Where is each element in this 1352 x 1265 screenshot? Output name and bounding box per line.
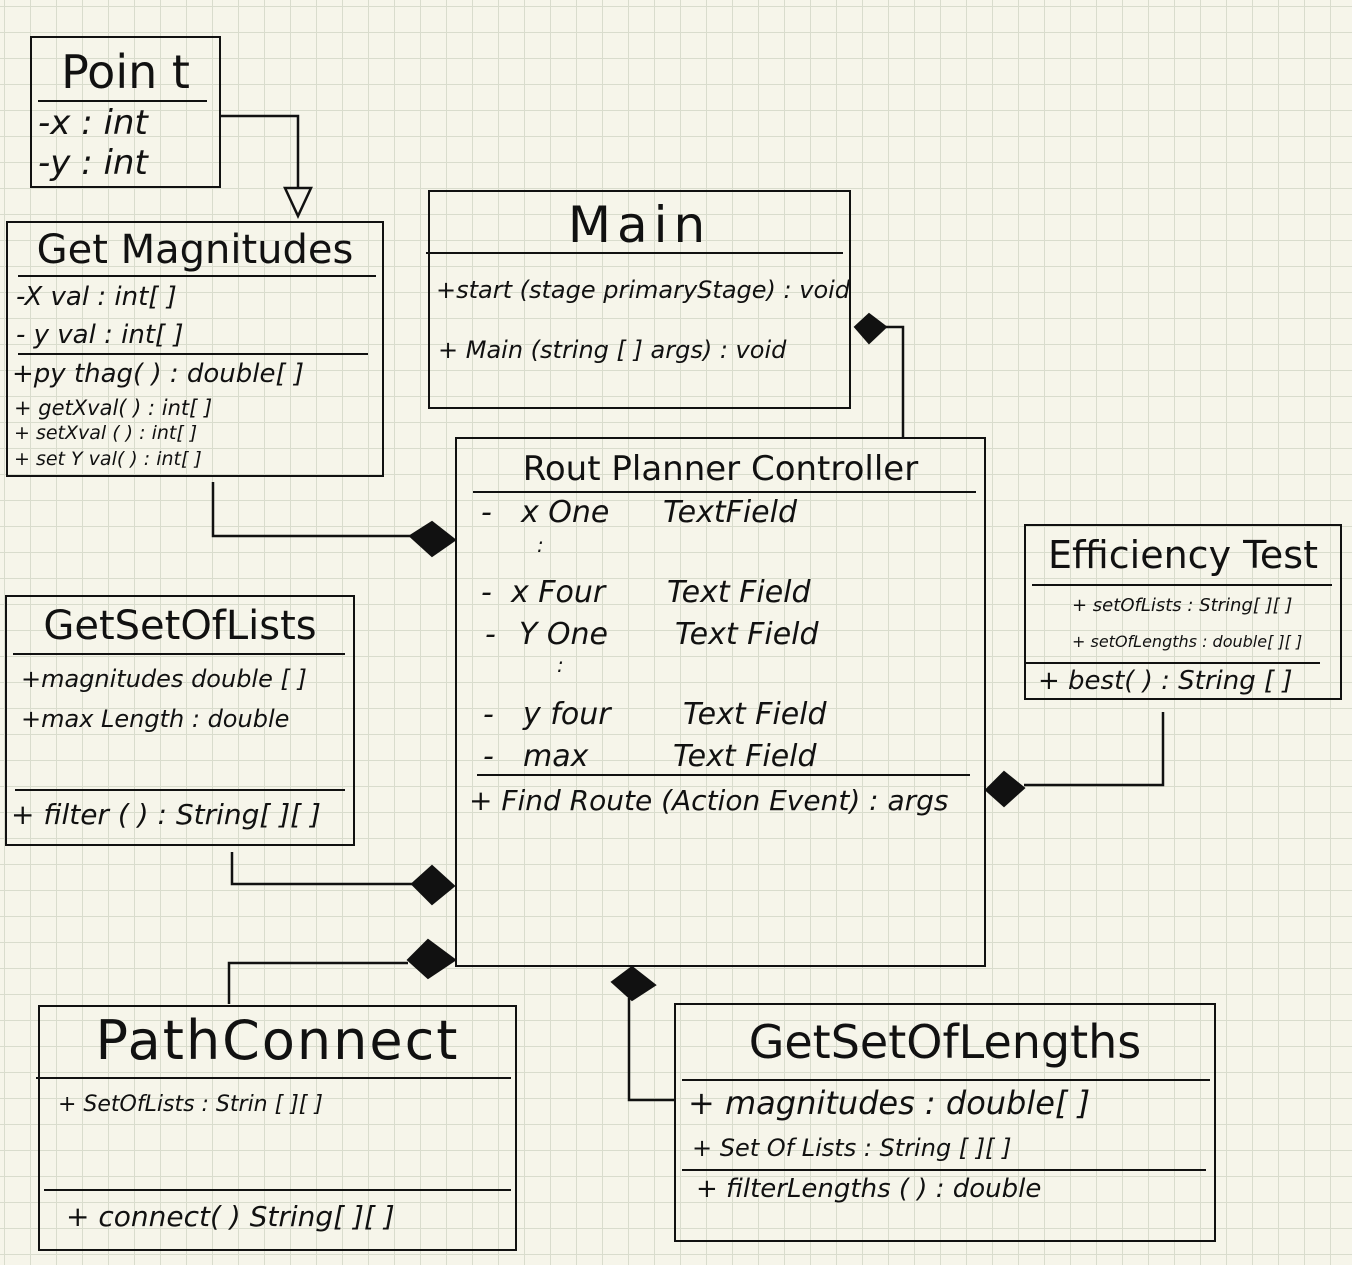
- attribute: +magnitudes double [ ]: [21, 665, 307, 693]
- class-name: Poin t: [61, 45, 190, 99]
- composition-diamond-efficiency-test: [984, 770, 1026, 808]
- method: +start (stage primaryStage) : void: [436, 276, 851, 304]
- connector-get-set-of-lists: [230, 852, 412, 886]
- method: +py thag( ) : double[ ]: [12, 359, 305, 389]
- attribute: + SetOfLists : Strin [ ][ ]: [58, 1092, 323, 1117]
- method: + Find Route (Action Event) : args: [469, 784, 949, 817]
- method: + Main (string [ ] args) : void: [438, 336, 787, 364]
- method: + filter ( ) : String[ ][ ]: [11, 798, 321, 831]
- attribute: - y val : int[ ]: [16, 320, 184, 350]
- class-main: Main +start (stage primaryStage) : void …: [426, 190, 851, 409]
- attribute: -y : int: [38, 143, 148, 183]
- attribute: + magnitudes : double[ ]: [688, 1084, 1091, 1122]
- ellipsis: :: [557, 653, 564, 677]
- inheritance-arrowhead: [283, 186, 313, 219]
- method: + setXval ( ) : int[ ]: [14, 422, 198, 444]
- connector-get-set-of-lengths: [627, 998, 674, 1102]
- class-get-magnitudes: Get Magnitudes -X val : int[ ] - y val :…: [6, 221, 384, 477]
- class-name: GetSetOfLists: [43, 603, 317, 649]
- method: + set Y val( ) : int[ ]: [14, 448, 202, 470]
- method: + filterLengths ( ) : double: [696, 1174, 1042, 1204]
- class-point: Poin t -x : int -y : int: [30, 36, 221, 188]
- class-get-set-of-lists: GetSetOfLists +magnitudes double [ ] +ma…: [5, 595, 355, 846]
- method: + getXval( ) : int[ ]: [14, 396, 213, 420]
- attribute: + setOfLists : String[ ][ ]: [1072, 595, 1293, 616]
- composition-diamond-get-set-of-lists: [410, 864, 456, 906]
- connector-efficiency-test: [1024, 712, 1165, 787]
- composition-diamond-get-magnitudes: [408, 520, 457, 558]
- attribute: + Set Of Lists : String [ ][ ]: [692, 1134, 1012, 1162]
- class-name: Rout Planner Controller: [522, 449, 919, 489]
- connector-main: [886, 325, 905, 437]
- class-name: Main: [567, 196, 712, 254]
- class-name: Get Magnitudes: [36, 227, 354, 273]
- method: + connect( ) String[ ][ ]: [66, 1200, 395, 1233]
- method: + best( ) : String [ ]: [1038, 666, 1293, 696]
- attribute: -X val : int[ ]: [16, 282, 177, 312]
- class-name: GetSetOfLengths: [748, 1015, 1142, 1069]
- class-path-connect: PathConnect + SetOfLists : Strin [ ][ ] …: [36, 1005, 517, 1251]
- attribute: +max Length : double: [21, 705, 290, 733]
- class-name: Efficiency Test: [1048, 533, 1318, 577]
- attribute: + setOfLengths : double[ ][ ]: [1072, 632, 1303, 651]
- connector-point-inheritance: [220, 114, 300, 188]
- composition-diamond-main: [853, 312, 888, 345]
- composition-diamond-get-set-of-lengths: [610, 965, 657, 1002]
- connector-get-magnitudes: [211, 482, 410, 538]
- ellipsis: :: [537, 533, 544, 557]
- attribute: -x : int: [38, 103, 148, 143]
- composition-diamond-path-connect: [406, 938, 457, 980]
- class-name: PathConnect: [95, 1009, 460, 1072]
- connector-path-connect: [227, 961, 408, 1004]
- class-efficiency-test: Efficiency Test + setOfLists : String[ ]…: [1024, 524, 1342, 700]
- class-get-set-of-lengths: GetSetOfLengths + magnitudes : double[ ]…: [674, 1003, 1216, 1242]
